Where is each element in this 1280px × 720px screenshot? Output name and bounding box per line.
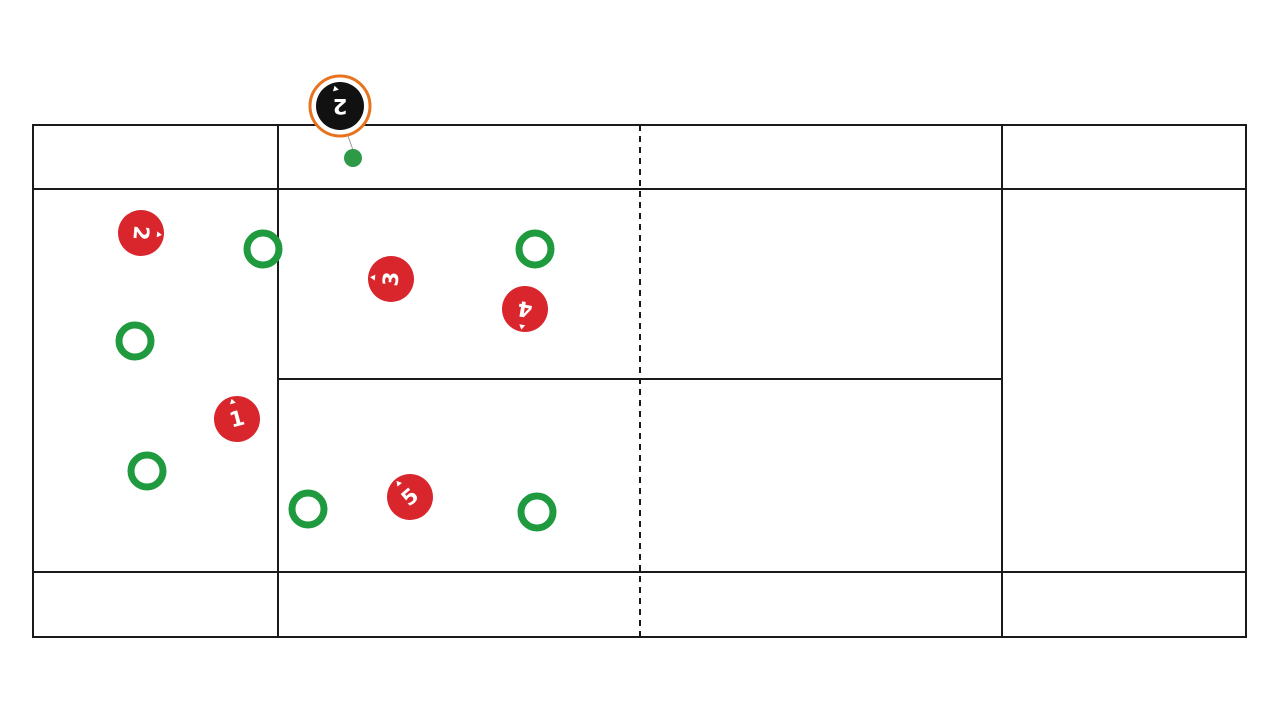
court [32, 124, 1247, 638]
server-number-label: 2 [333, 94, 348, 118]
green-dot-icon [344, 149, 362, 167]
server-token[interactable]: 2 [308, 74, 372, 138]
red-player-token-icon [502, 286, 548, 332]
green-ring-marker-icon[interactable] [115, 321, 155, 361]
player-number-label: 1 [227, 406, 247, 433]
black-player-token-icon [316, 82, 364, 130]
shuttle-link [347, 135, 354, 151]
red-player-token[interactable]: 5 [378, 465, 443, 530]
red-player-token[interactable]: 4 [498, 282, 551, 335]
player-number-label: 2 [128, 225, 153, 242]
red-player-token-icon [368, 256, 414, 302]
green-ring-marker-icon[interactable] [515, 229, 555, 269]
red-player-token-icon [214, 396, 260, 442]
direction-arrow-icon [370, 274, 376, 281]
direction-arrow-icon [396, 480, 403, 487]
green-ring-marker-icon[interactable] [243, 229, 283, 269]
red-player-token[interactable]: 1 [209, 391, 265, 447]
red-player-token-icon [118, 210, 164, 256]
green-ring-marker-icon[interactable] [127, 451, 167, 491]
player-number-label: 4 [516, 296, 535, 322]
direction-arrow-icon [332, 85, 339, 92]
direction-arrow-icon [229, 398, 236, 405]
direction-arrow-icon [156, 231, 162, 238]
green-ring-marker-icon[interactable] [288, 489, 328, 529]
shuttle[interactable] [344, 135, 362, 167]
red-player-token[interactable]: 3 [366, 254, 416, 304]
player-number-label: 3 [378, 271, 403, 288]
direction-arrow-icon [519, 324, 526, 330]
red-player-token[interactable]: 2 [116, 208, 166, 258]
green-ring-marker-icon[interactable] [517, 492, 557, 532]
marker-group [115, 229, 557, 532]
player-group: 2 3 4 1 5 [116, 208, 551, 530]
